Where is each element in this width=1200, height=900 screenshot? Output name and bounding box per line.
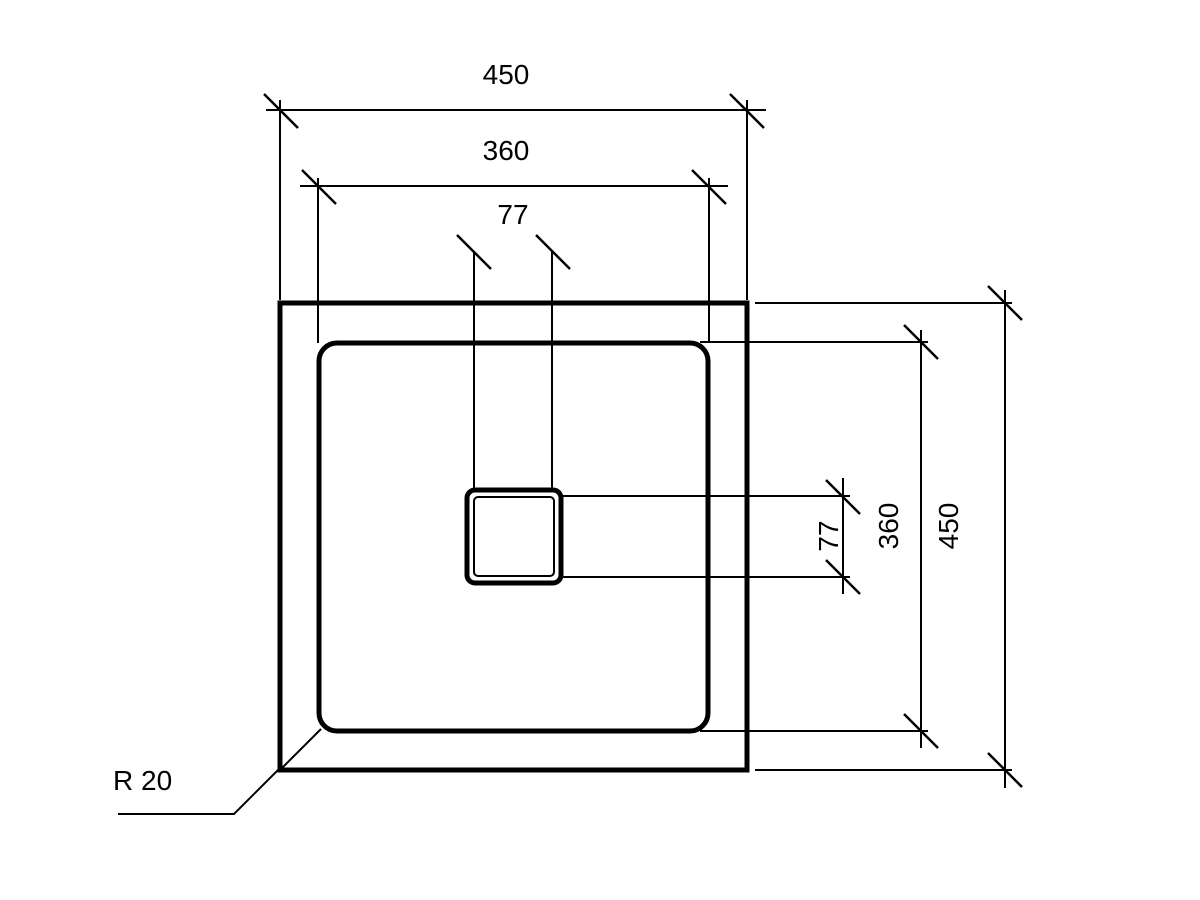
outer-sink-outline (277, 300, 750, 773)
drain-outer-square (464, 487, 564, 586)
dimension-label-outer-height: 450 (933, 503, 964, 550)
dimension-top-drain: 77 (456, 199, 571, 490)
dimension-label-outer-width: 450 (483, 59, 530, 90)
dimension-top-inner: 360 (300, 135, 728, 343)
dimension-right-drain: 77 (562, 478, 861, 595)
inner-basin-outline (316, 340, 711, 734)
dimension-label-inner-height: 360 (873, 503, 904, 550)
dimension-label-drain-width: 77 (497, 199, 528, 230)
corner-bevel-line (280, 728, 322, 770)
dimension-top-outer: 450 (263, 59, 766, 300)
dimension-label-drain-height: 77 (813, 520, 844, 551)
dimension-right-outer: 450 (755, 285, 1023, 788)
dimension-label-inner-width: 360 (483, 135, 530, 166)
corner-radius-label: R 20 (113, 765, 172, 796)
dimension-right-inner: 360 (700, 324, 939, 749)
drain-inner-square (473, 496, 555, 577)
corner-radius-callout: R 20 (113, 765, 281, 815)
